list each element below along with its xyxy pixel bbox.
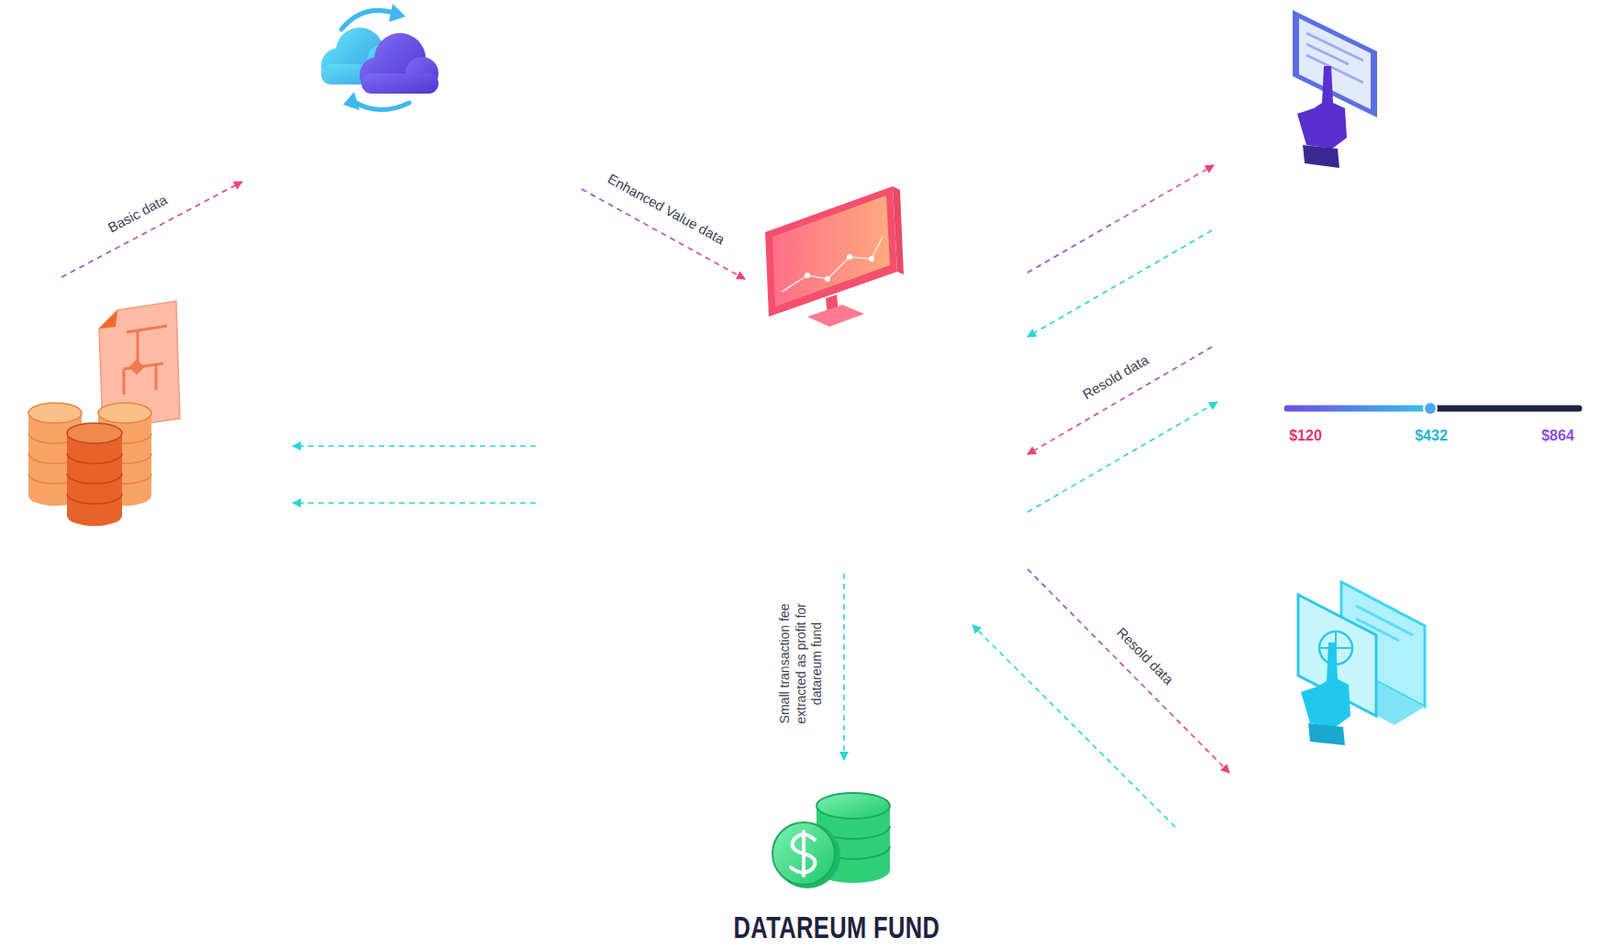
- flow-label: Resold data: [1112, 623, 1177, 689]
- coins-icon-part: [816, 792, 890, 819]
- laptop-hand-icon: [1298, 581, 1425, 745]
- flow-arrow: [292, 501, 536, 504]
- fund-title: DATAREUM FUND: [731, 911, 944, 943]
- monitor-icon-part: [765, 186, 898, 317]
- cloud-icon-part-part: [361, 73, 439, 94]
- fee-note: Small transaction fee extracted as profi…: [777, 584, 826, 743]
- price-slider-part: [1287, 405, 1431, 412]
- price-slider-part: [1430, 405, 1579, 412]
- database-icon-part-part: [126, 325, 167, 333]
- monitor-icon-part: [804, 254, 875, 282]
- flow-label: Enhanced Value data: [604, 170, 727, 248]
- flow-arrow: [1027, 346, 1212, 455]
- tablet-hand-icon-part: [1292, 10, 1378, 118]
- flow-arrow: [61, 181, 243, 278]
- flow-arrow: [1027, 568, 1230, 773]
- monitor-icon-part: [807, 304, 865, 327]
- database-icon-part: [66, 422, 123, 444]
- monitor-icon-part: [781, 236, 883, 292]
- tablet-hand-icon-part: [1299, 18, 1371, 110]
- monitor-icon-part-part: [868, 255, 875, 262]
- flow-arrow: [292, 444, 536, 447]
- database-icon-part: [66, 433, 123, 516]
- database-icon: [28, 300, 180, 526]
- tablet-hand-icon: [1292, 10, 1378, 168]
- cloud-icon-part: [341, 10, 395, 30]
- monitor-icon-part-part: [846, 254, 853, 260]
- tablet-hand-icon-part: [1306, 33, 1364, 83]
- cloud-icon-part: [388, 3, 406, 23]
- flow-arrow: [843, 573, 845, 760]
- price-label: $432: [1414, 426, 1448, 445]
- fund-node: DATAREUM FUND: [695, 911, 978, 943]
- price-slider-part: [1423, 401, 1437, 415]
- database-icon-part: [66, 505, 123, 526]
- tablet-hand-icon-part-part: [1306, 44, 1349, 65]
- tablet-hand-icon-part: [1302, 144, 1340, 168]
- flow-arrow: [1027, 165, 1214, 273]
- monitor-icon-part-part: [804, 272, 811, 278]
- database-icon-part: [28, 402, 82, 423]
- coins-icon-part: [790, 831, 815, 876]
- database-icon-part: [129, 359, 145, 376]
- flow-lines: [61, 165, 1230, 827]
- cloud-icon-part: [352, 100, 410, 111]
- flow-arrow: [1027, 230, 1212, 337]
- database-icon-part-part: [123, 363, 164, 369]
- database-icon-part: [99, 310, 118, 329]
- flow-label: Resold data: [1079, 351, 1152, 403]
- database-icon-part-part: [155, 364, 158, 390]
- cloud-icon-part: [343, 91, 360, 111]
- database-icon-part: [66, 453, 123, 504]
- flow-label: Basic data: [105, 191, 170, 237]
- tablet-hand-icon-part: [1297, 66, 1347, 149]
- database-icon-part-part: [122, 368, 126, 395]
- price-slider: [1287, 401, 1579, 415]
- monitor-icon-part: [772, 195, 890, 307]
- laptop-hand-icon-part: [1300, 642, 1351, 727]
- price-label: $120: [1288, 426, 1323, 445]
- database-icon-part: [99, 300, 180, 430]
- database-icon-part: [123, 325, 167, 395]
- coins-icon-part: [772, 822, 835, 885]
- monitor-icon-part-part: [824, 276, 831, 282]
- cloud-icon-part: [359, 33, 439, 94]
- cloud-icon: [321, 3, 439, 111]
- laptop-hand-icon-part: [1308, 722, 1345, 745]
- flow-arrow: [1027, 401, 1218, 512]
- monitor-icon: [765, 186, 904, 327]
- database-icon-part: [98, 402, 152, 423]
- price-label: $864: [1541, 426, 1575, 445]
- coins-icon: [772, 792, 890, 889]
- tablet-hand-icon-part-part: [1306, 55, 1364, 83]
